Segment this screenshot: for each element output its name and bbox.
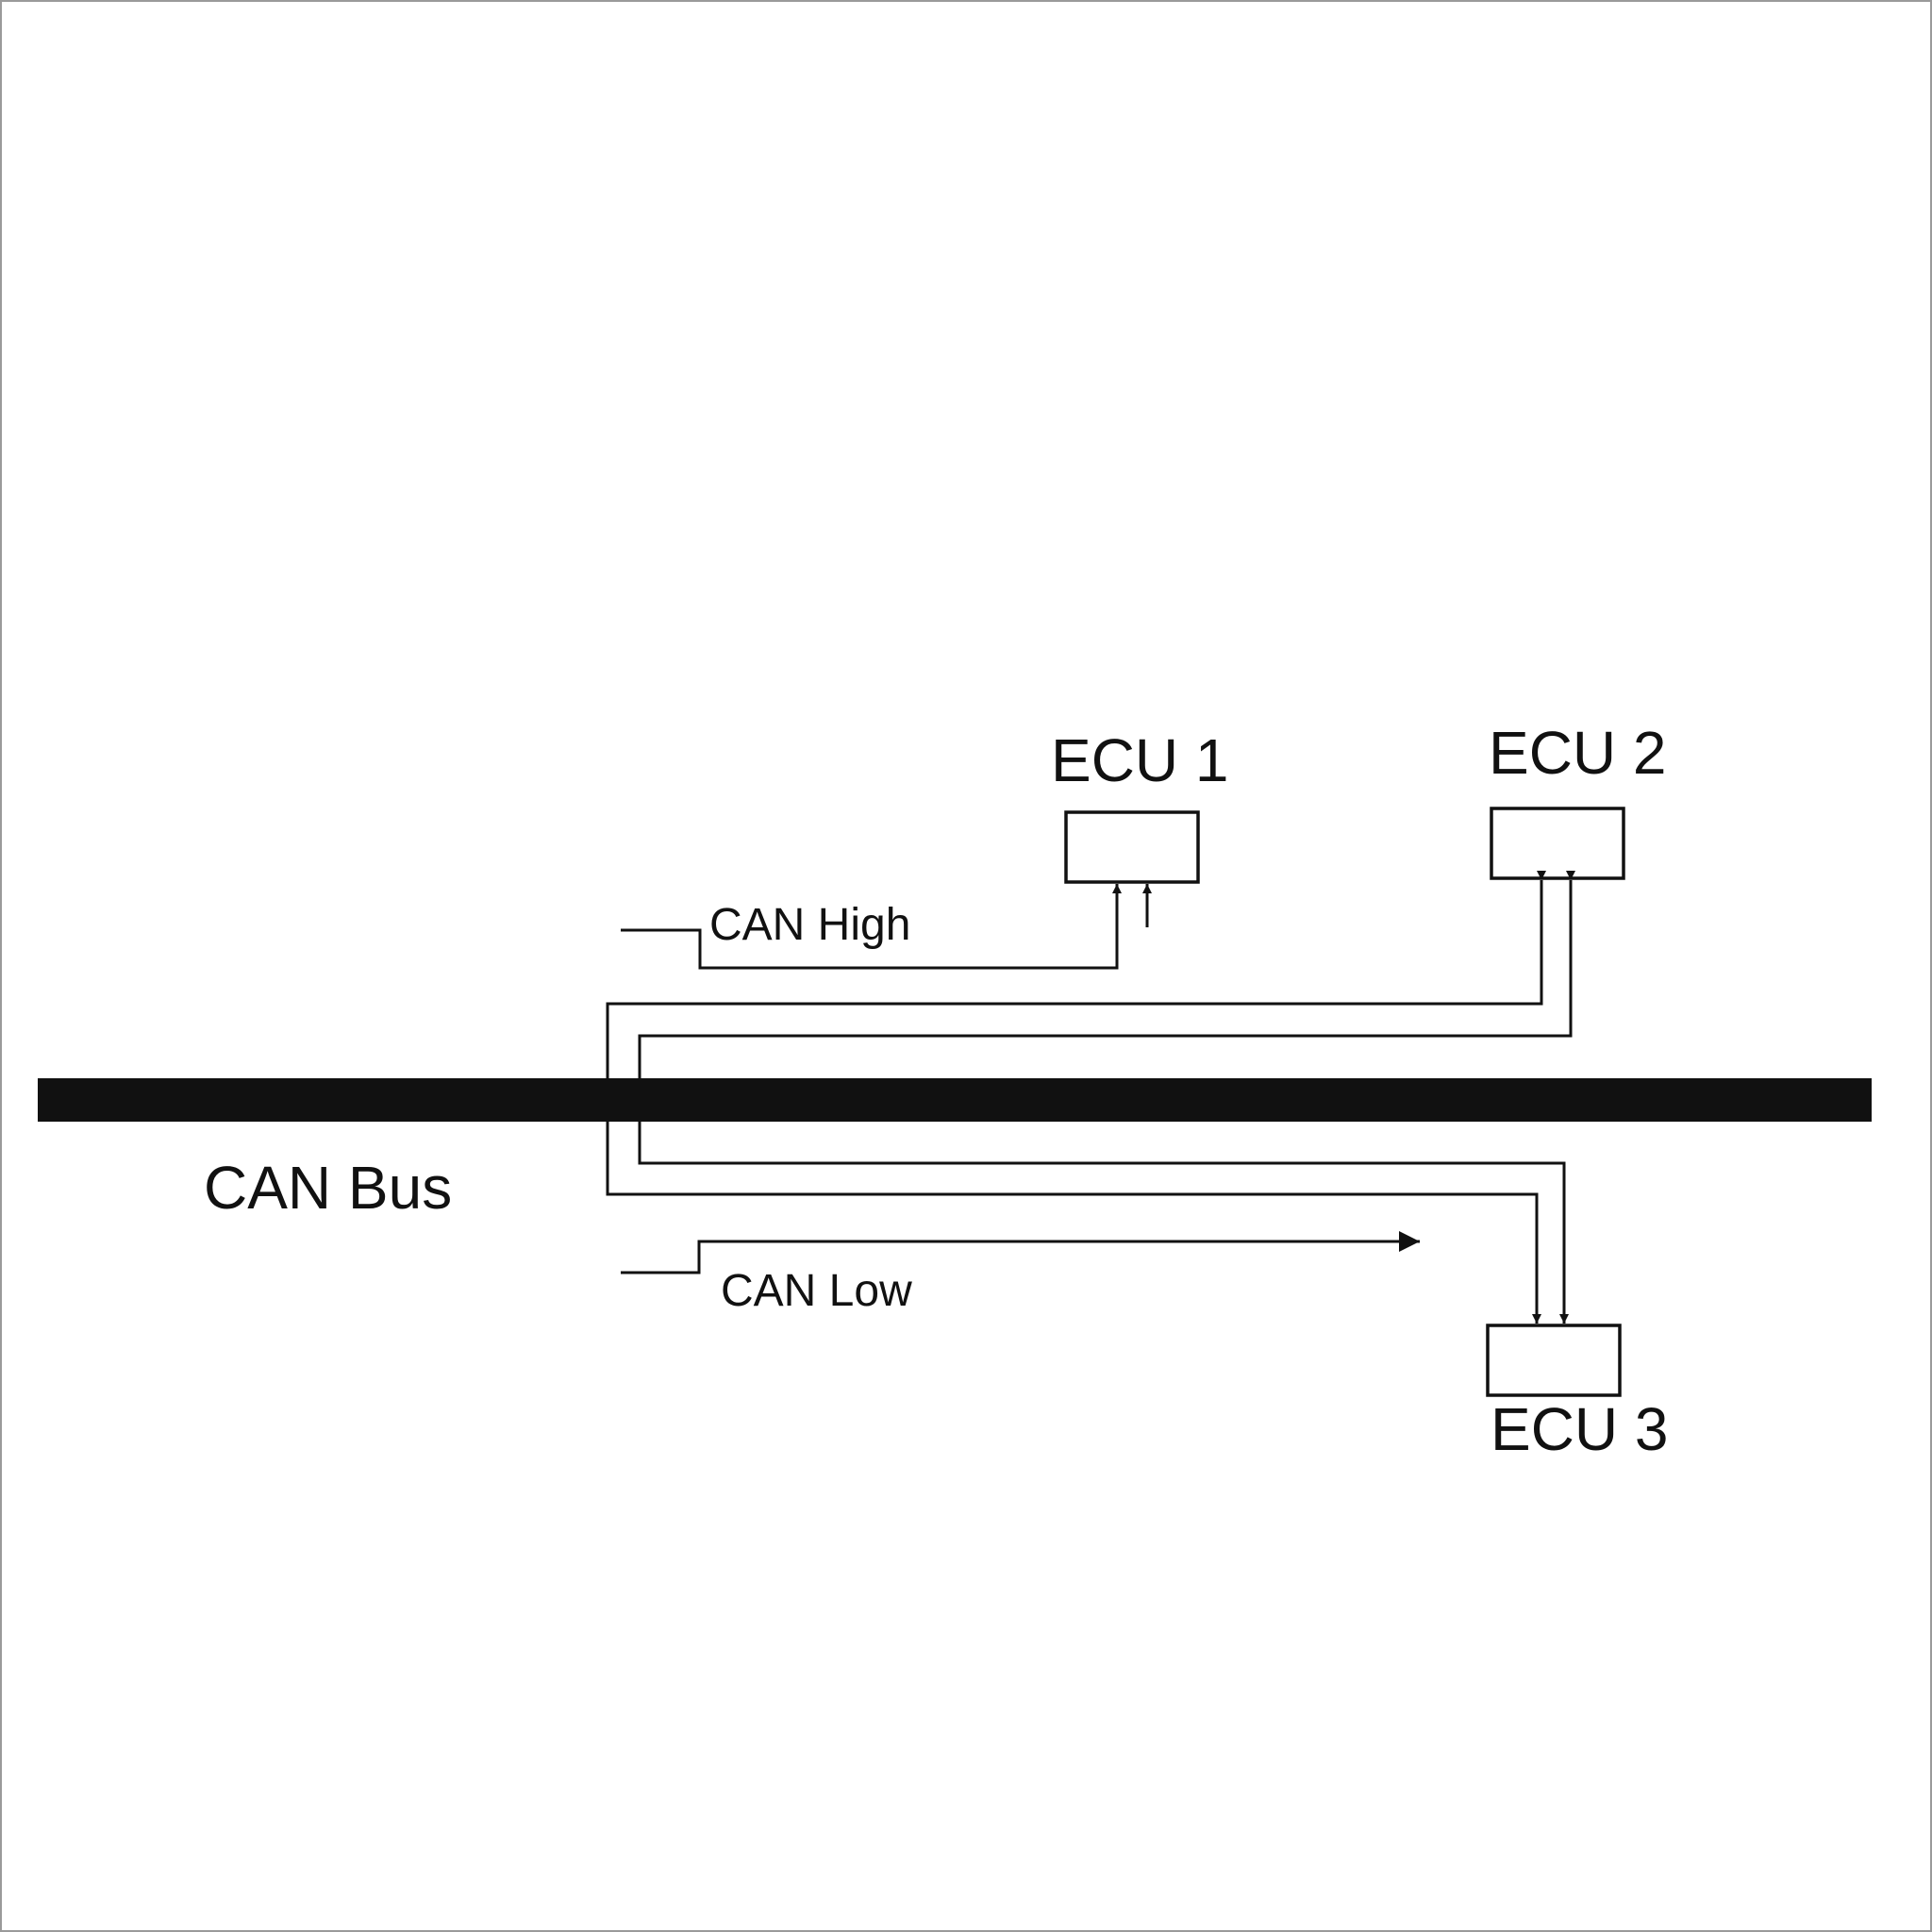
can-high-label: CAN High bbox=[709, 900, 910, 950]
ecu-3-label: ECU 3 bbox=[1491, 1395, 1669, 1463]
can-bus-bar bbox=[38, 1078, 1872, 1122]
outer-loop-wire bbox=[606, 871, 1546, 1324]
can-high-wire bbox=[621, 884, 1122, 970]
ecu-3-box bbox=[1486, 1324, 1622, 1397]
can-low-label: CAN Low bbox=[721, 1266, 912, 1316]
ecu-2-label: ECU 2 bbox=[1489, 719, 1667, 787]
ecu-2-box bbox=[1490, 807, 1625, 880]
inner-loop-wire bbox=[638, 871, 1575, 1324]
can-low-wire bbox=[621, 1231, 1420, 1274]
can-bus-label: CAN Bus bbox=[204, 1154, 452, 1222]
ecu-1-label: ECU 1 bbox=[1051, 726, 1229, 794]
ecu-1-box bbox=[1064, 810, 1200, 884]
